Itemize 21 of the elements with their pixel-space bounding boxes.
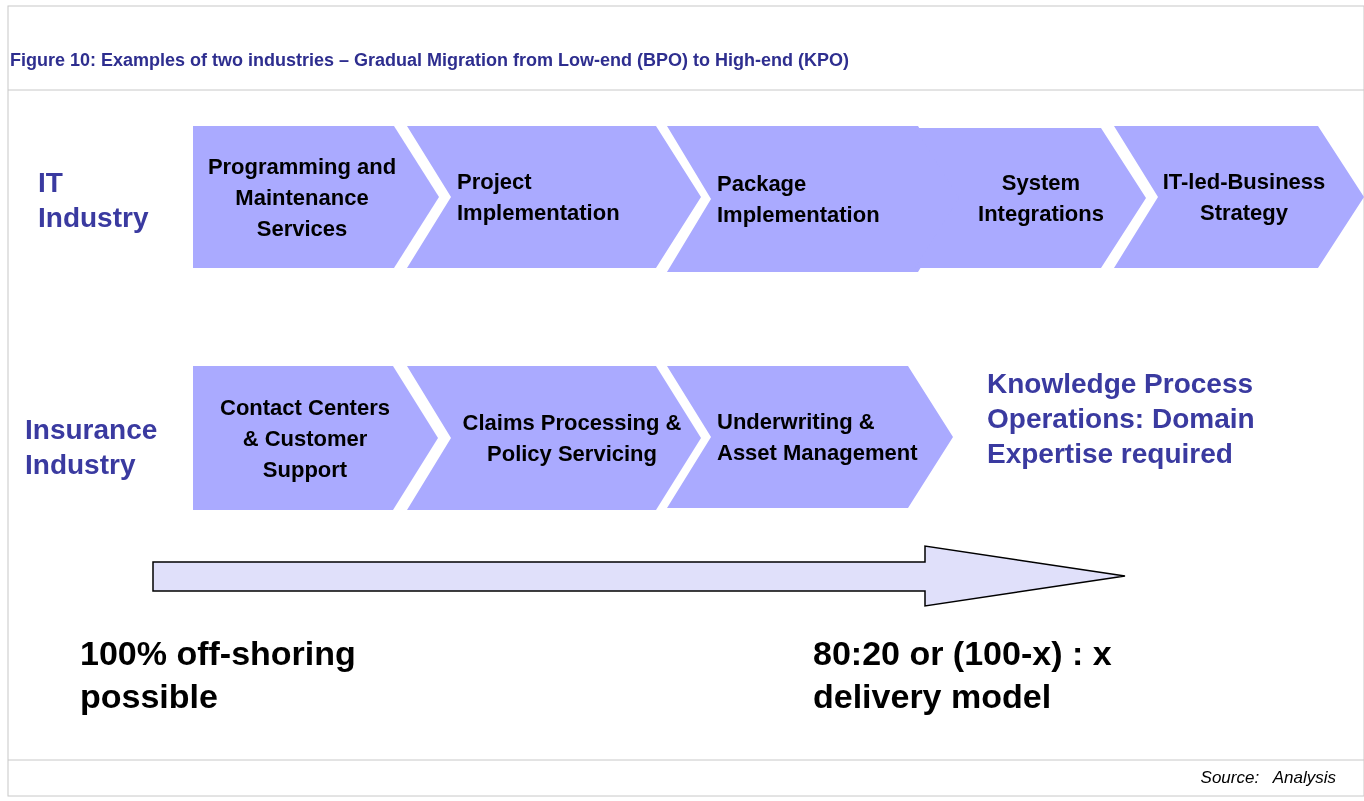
step-label: Project Implementation bbox=[457, 168, 621, 227]
step-label: Underwriting & Asset Management bbox=[717, 408, 919, 467]
step-label: System Integrations bbox=[977, 169, 1105, 228]
kpo-note: Knowledge Process Operations: Domain Expertise required bbox=[987, 367, 1256, 471]
chevron-step bbox=[407, 366, 701, 510]
step-label: Programming and Maintenance Services bbox=[207, 152, 397, 243]
figure-title: Figure 10: Examples of two industries – Gradual Migration from Low-end (BPO) to High-end (KPO) bbox=[10, 50, 850, 71]
scale-label: 80:20 or (100-x) : x delivery model bbox=[813, 633, 1113, 717]
scale-label: 100% off-shoring possible bbox=[80, 633, 357, 717]
row-label: Insurance Industry bbox=[25, 413, 159, 482]
step-label: Package Implementation bbox=[717, 170, 881, 229]
chevron-step bbox=[193, 366, 438, 510]
row-label: IT Industry bbox=[38, 166, 150, 235]
chevron-step bbox=[667, 366, 953, 508]
step-label: Claims Processing & Policy Servicing bbox=[461, 409, 683, 468]
source-note: Source: Analysis bbox=[1200, 768, 1336, 788]
chevron-step bbox=[1114, 126, 1364, 268]
chevron-step bbox=[407, 126, 701, 268]
step-label: IT-led-Business Strategy bbox=[1161, 168, 1327, 227]
chevron-step bbox=[193, 126, 439, 268]
step-label: Contact Centers & Customer Support bbox=[219, 393, 391, 484]
